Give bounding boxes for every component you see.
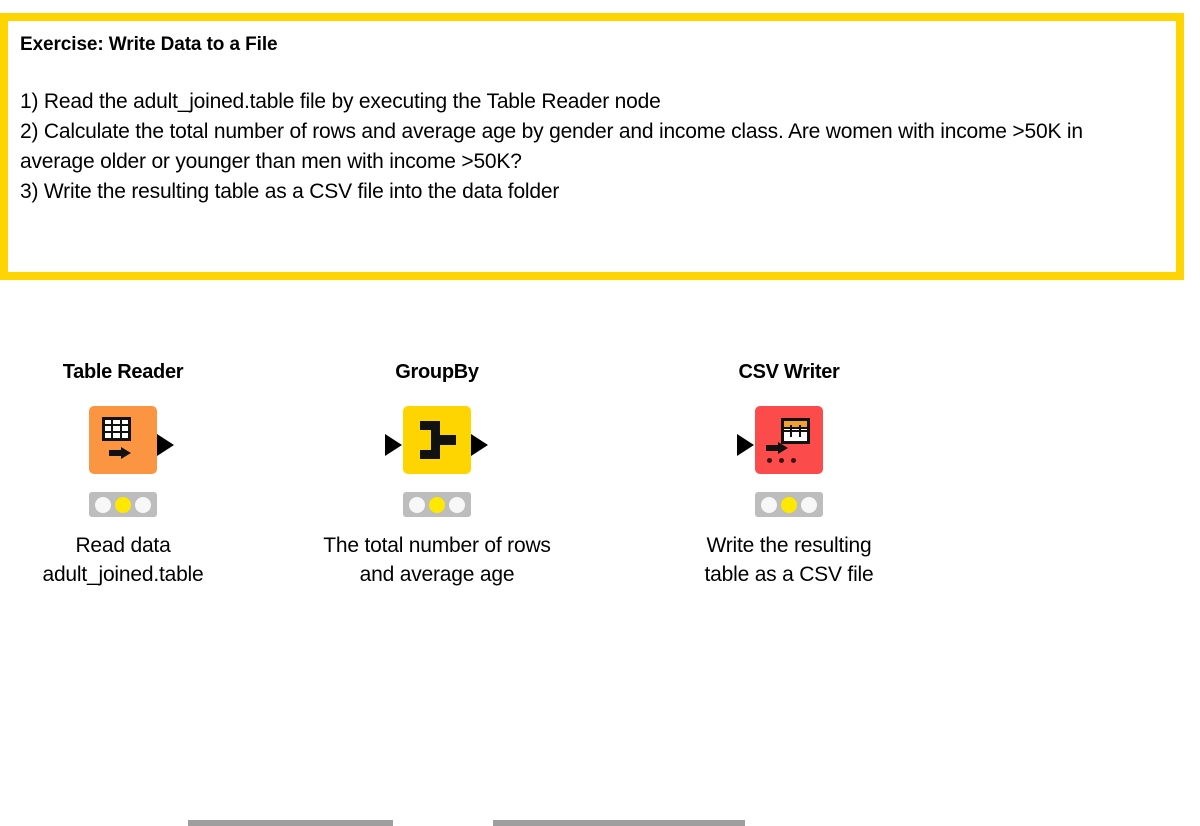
arrow-shaft [766, 445, 779, 451]
node-caption-groupby: The total number of rows and average age [272, 531, 602, 589]
status-light-green [449, 496, 465, 513]
table-grid-icon [102, 417, 131, 441]
node-title-groupby: GroupBy [395, 361, 479, 383]
node-table-reader[interactable]: Table Reader [0, 360, 288, 589]
table-grid-cell [113, 419, 122, 424]
merge-bottom-arm [420, 450, 440, 459]
merge-spine [431, 421, 440, 459]
exercise-step-3: 3) Write the resulting table as a CSV fi… [20, 180, 560, 203]
node-caption-line-1: Write the resulting [706, 534, 872, 557]
status-light-red [95, 496, 111, 513]
status-wrap-groupby [272, 492, 602, 517]
dot [791, 458, 796, 463]
status-light-red [761, 496, 777, 513]
table-grid-cell [105, 419, 114, 424]
node-icon-wrap-groupby [272, 406, 602, 482]
table-grid-cell [792, 425, 801, 430]
output-port-table-reader[interactable] [157, 434, 174, 456]
status-light-yellow [429, 496, 445, 513]
table-grid-icon [781, 418, 810, 444]
groupby-icon[interactable] [403, 406, 471, 474]
read-arrow-icon [109, 447, 131, 459]
table-grid-cell [113, 433, 122, 438]
status-light-green [135, 496, 151, 513]
dot [767, 458, 772, 463]
table-grid-cell [105, 426, 114, 431]
status-wrap-table-reader [0, 492, 288, 517]
table-grid-rows [105, 419, 128, 438]
ellipsis-dots-icon [767, 458, 796, 463]
node-groupby[interactable]: GroupBy The total number of rows [272, 360, 602, 589]
merge-top-arm [420, 421, 440, 430]
node-icon-wrap-csv-writer [624, 406, 954, 482]
table-grid-cell [122, 433, 128, 438]
status-badge-csv-writer [755, 492, 823, 517]
node-caption-csv-writer: Write the resulting table as a CSV file [624, 531, 954, 589]
table-grid-row [784, 425, 807, 432]
table-grid-rows [784, 425, 807, 441]
table-grid-cell [122, 419, 128, 424]
input-port-csv-writer[interactable] [737, 434, 754, 456]
merge-bracket-icon [420, 421, 456, 459]
exercise-step-1: 1) Read the adult_joined.table file by e… [20, 90, 661, 113]
table-grid-cell [784, 432, 793, 437]
status-light-yellow [115, 496, 131, 513]
node-icon-wrap-table-reader [0, 406, 288, 482]
node-caption-line-2: adult_joined.table [42, 563, 204, 586]
arrow-head [778, 442, 788, 454]
table-grid-cell [792, 432, 801, 437]
node-caption-table-reader: Read data adult_joined.table [0, 531, 288, 589]
table-grid-row [105, 433, 128, 438]
status-light-red [409, 496, 425, 513]
node-caption-line-2: table as a CSV file [704, 563, 874, 586]
table-grid-cell [105, 433, 114, 438]
node-caption-line-1: The total number of rows [323, 534, 551, 557]
status-light-yellow [781, 496, 797, 513]
table-grid-cell [113, 426, 122, 431]
exercise-content: Exercise: Write Data to a File 1) Read t… [8, 21, 1176, 207]
table-reader-icon[interactable] [89, 406, 157, 474]
connector-reader-to-groupby [188, 820, 393, 826]
node-title-csv-writer: CSV Writer [738, 361, 840, 383]
arrow-head [121, 447, 131, 459]
write-arrow-icon [766, 442, 788, 454]
connector-groupby-to-writer [493, 820, 745, 826]
merge-output-arm [440, 435, 456, 445]
table-grid-row [784, 432, 807, 437]
workflow-diagram: Table Reader [0, 360, 1200, 826]
exercise-title: Exercise: Write Data to a File [20, 34, 278, 55]
node-csv-writer[interactable]: CSV Writer [624, 360, 954, 589]
table-grid-row [105, 426, 128, 433]
node-title-table-reader: Table Reader [62, 361, 184, 383]
status-badge-table-reader [89, 492, 157, 517]
exercise-step-2: 2) Calculate the total number of rows an… [20, 120, 1083, 173]
table-grid-cell [784, 425, 793, 430]
exercise-step-list: 1) Read the adult_joined.table file by e… [20, 87, 1162, 207]
node-caption-line-2: and average age [359, 563, 515, 586]
status-wrap-csv-writer [624, 492, 954, 517]
dot [779, 458, 784, 463]
table-grid-cell [801, 432, 807, 437]
arrow-shaft [109, 450, 122, 456]
status-badge-groupby [403, 492, 471, 517]
status-light-green [801, 496, 817, 513]
csv-writer-icon[interactable] [755, 406, 823, 474]
exercise-callout-box: Exercise: Write Data to a File 1) Read t… [0, 13, 1184, 280]
table-grid-row [105, 419, 128, 426]
output-port-groupby[interactable] [471, 434, 488, 456]
table-grid-cell [122, 426, 128, 431]
table-grid-cell [801, 425, 807, 430]
input-port-groupby[interactable] [385, 434, 402, 456]
table-header-row [784, 421, 807, 429]
node-caption-line-1: Read data [75, 534, 171, 557]
